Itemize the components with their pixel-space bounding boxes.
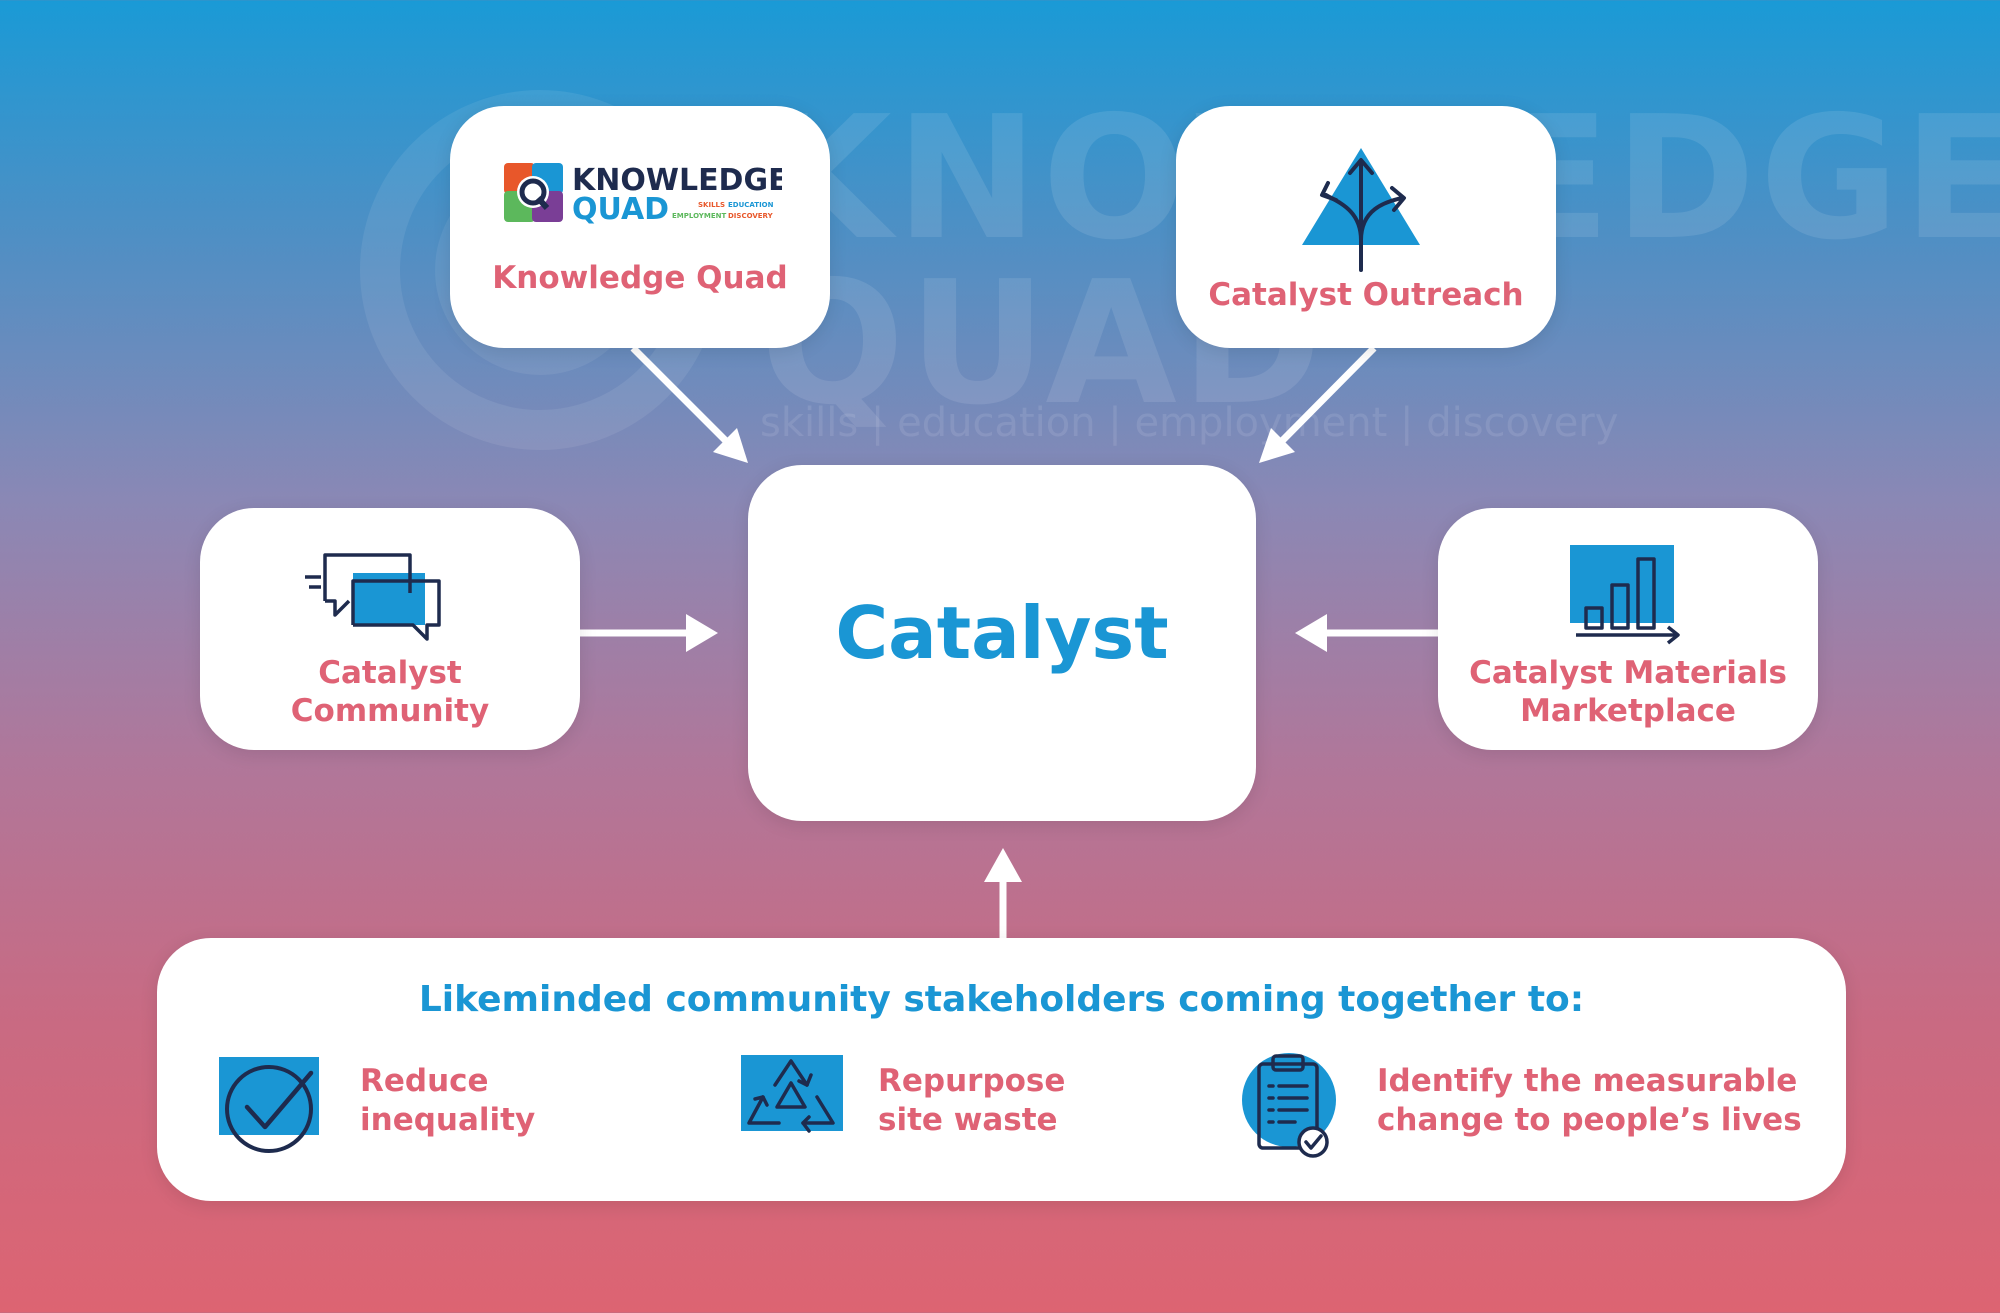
logo-tag-discovery: DISCOVERY <box>728 212 774 220</box>
catalyst-center-card[interactable]: Catalyst <box>748 465 1256 821</box>
community-label-line1: Catalyst <box>318 655 462 691</box>
community-card[interactable]: Catalyst Community <box>200 508 580 750</box>
benefit-text-line2: change to people’s lives <box>1377 1102 1802 1138</box>
community-label-line2: Community <box>290 693 490 729</box>
knowledge-quad-card[interactable]: KNOWLEDGE QUAD SKILLS EDUCATION EMPLOYME… <box>450 106 830 348</box>
clipboard-check-icon <box>1242 1053 1336 1158</box>
arrow-outreach <box>1277 345 1377 446</box>
logo-word-quad: QUAD <box>572 192 669 227</box>
chat-bubbles-icon <box>305 553 441 641</box>
recycle-icon <box>741 1055 843 1133</box>
stakeholders-heading: Likeminded community stakeholders coming… <box>418 979 1585 1020</box>
knowledge-quad-label: Knowledge Quad <box>492 260 788 296</box>
arrow-knowledge-quad <box>630 345 731 446</box>
benefit-text-line2: inequality <box>360 1102 536 1138</box>
benefit-text-line1: Reduce <box>360 1063 489 1099</box>
benefit-text-line2: site waste <box>878 1102 1058 1138</box>
logo-tag-employment: EMPLOYMENT <box>672 212 726 220</box>
triangle-branching-arrows-icon <box>1302 148 1420 272</box>
catalyst-title: Catalyst <box>835 591 1169 675</box>
marketplace-label-line2: Marketplace <box>1520 693 1736 729</box>
knowledge-quad-logo: KNOWLEDGE QUAD SKILLS EDUCATION EMPLOYME… <box>504 163 782 227</box>
stakeholders-panel: Likeminded community stakeholders coming… <box>157 938 1846 1201</box>
outreach-card[interactable]: Catalyst Outreach <box>1176 106 1556 348</box>
bar-chart-icon <box>1570 545 1680 645</box>
watermark-tagline: skills | education | employment | discov… <box>760 400 1619 446</box>
marketplace-card[interactable]: Catalyst Materials Marketplace <box>1438 508 1818 750</box>
benefit-text-line1: Identify the measurable <box>1377 1063 1798 1099</box>
logo-tag-education: EDUCATION <box>728 201 774 209</box>
marketplace-label-line1: Catalyst Materials <box>1469 655 1787 691</box>
outreach-label: Catalyst Outreach <box>1208 277 1524 313</box>
checkmark-circle-icon <box>219 1057 319 1153</box>
logo-tag-skills: SKILLS <box>698 201 725 209</box>
benefit-text-line1: Repurpose <box>878 1063 1066 1099</box>
logo-word-knowledge: KNOWLEDGE <box>572 163 782 198</box>
